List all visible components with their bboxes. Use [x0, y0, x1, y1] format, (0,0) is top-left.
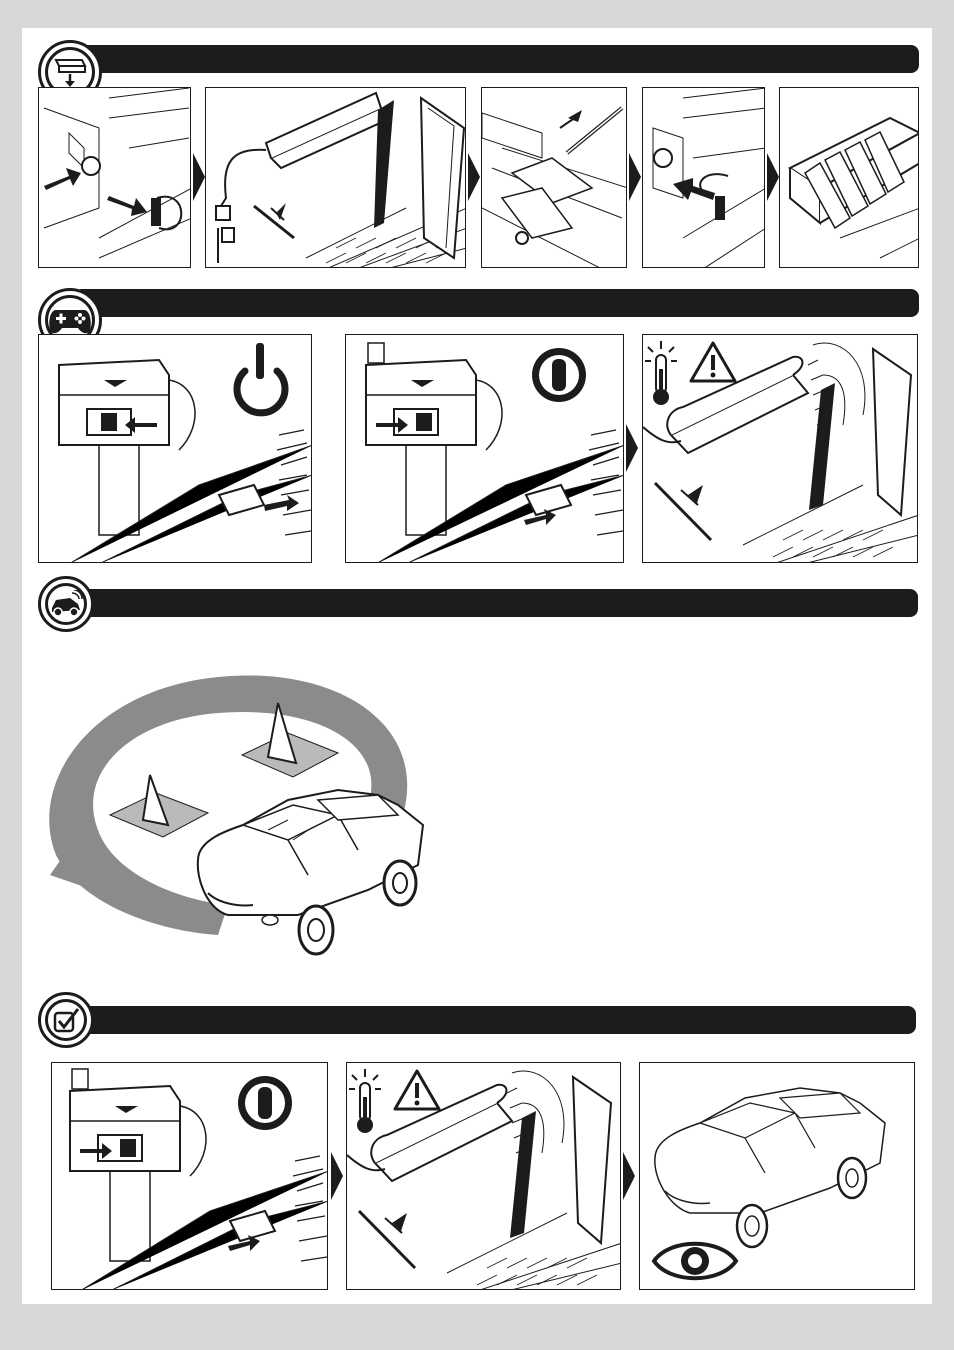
- power-off-icon: [238, 1076, 292, 1130]
- eye-icon: [654, 1244, 736, 1279]
- section-header-bar-drive: [78, 589, 918, 617]
- section-badge-drive: [38, 576, 94, 632]
- battery-insert-icon: [50, 52, 90, 92]
- drive-illustration: [38, 665, 438, 965]
- power-on-icon: [237, 343, 285, 413]
- thermometer-heat-icon: [645, 341, 677, 405]
- step-arrow: [468, 153, 480, 201]
- rc-car-icon: [48, 590, 84, 618]
- short-course-truck: [198, 790, 423, 954]
- step-panel-transmitter-off: [345, 334, 624, 563]
- step-arrow: [767, 153, 779, 201]
- step-panel-insert-battery: [205, 87, 466, 268]
- step-panel-insert-pin: [481, 87, 627, 268]
- warning-triangle-icon: [395, 1071, 439, 1109]
- step-panel-close-door: [642, 87, 765, 268]
- step-panel-remove-battery: [642, 334, 918, 563]
- section-header-bar-install: [78, 45, 919, 73]
- warning-triangle-icon: [691, 343, 735, 381]
- checkbox-icon: [51, 1005, 81, 1035]
- power-off-icon: [532, 348, 586, 402]
- step-arrow: [626, 424, 638, 472]
- section-badge-checklist: [38, 992, 94, 1048]
- check-panel-remove-battery: [346, 1062, 621, 1290]
- section-header-bar-power: [78, 289, 919, 317]
- section-header-bar-checklist: [78, 1006, 916, 1034]
- check-panel-inspect-vehicle: [639, 1062, 915, 1290]
- gamepad-icon: [48, 304, 92, 336]
- check-panel-transmitter-off: [51, 1062, 328, 1290]
- step-arrow: [623, 1152, 635, 1200]
- step-arrow: [193, 153, 205, 201]
- step-panel-transmitter-on: [38, 334, 312, 563]
- thermometer-heat-icon: [349, 1069, 381, 1133]
- step-panel-battery-installed: [779, 87, 919, 268]
- step-arrow: [331, 1152, 343, 1200]
- step-panel-open-door: [38, 87, 191, 268]
- short-course-truck: [655, 1088, 885, 1247]
- step-arrow: [629, 153, 641, 201]
